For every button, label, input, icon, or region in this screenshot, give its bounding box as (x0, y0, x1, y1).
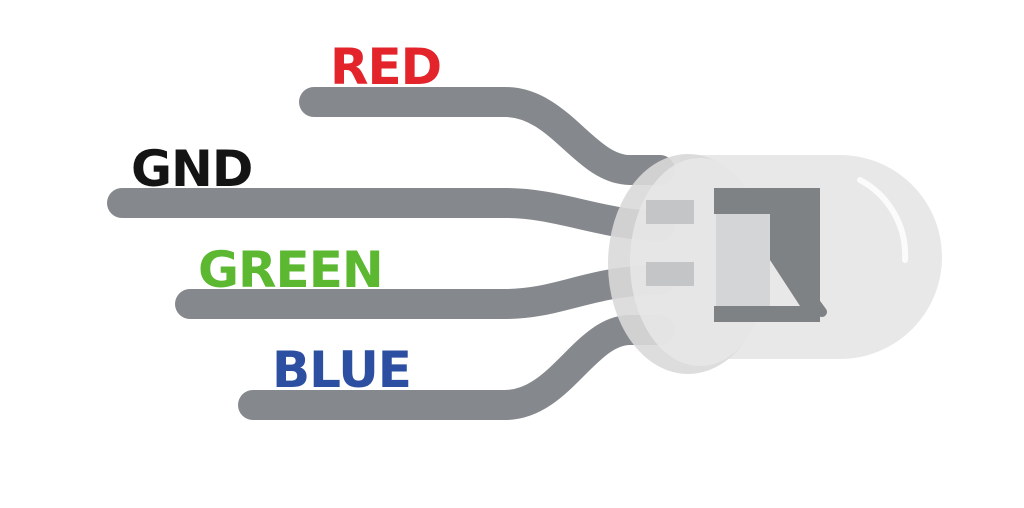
lead-stub (646, 200, 694, 224)
lead-stub (646, 262, 694, 286)
led-dome-highlight (857, 177, 909, 263)
label-gnd: GND (131, 140, 252, 198)
label-blue: BLUE (272, 341, 411, 399)
label-green: GREEN (198, 241, 383, 299)
led-body (608, 154, 942, 374)
lead-red (299, 87, 675, 185)
led-die-wire (770, 243, 827, 317)
led-die (716, 214, 770, 306)
pin-labels: RED GND GREEN BLUE (131, 38, 442, 399)
lead-gnd (107, 188, 675, 241)
led-anvil (714, 188, 820, 322)
lead-blue (238, 315, 675, 420)
label-red: RED (330, 38, 441, 96)
